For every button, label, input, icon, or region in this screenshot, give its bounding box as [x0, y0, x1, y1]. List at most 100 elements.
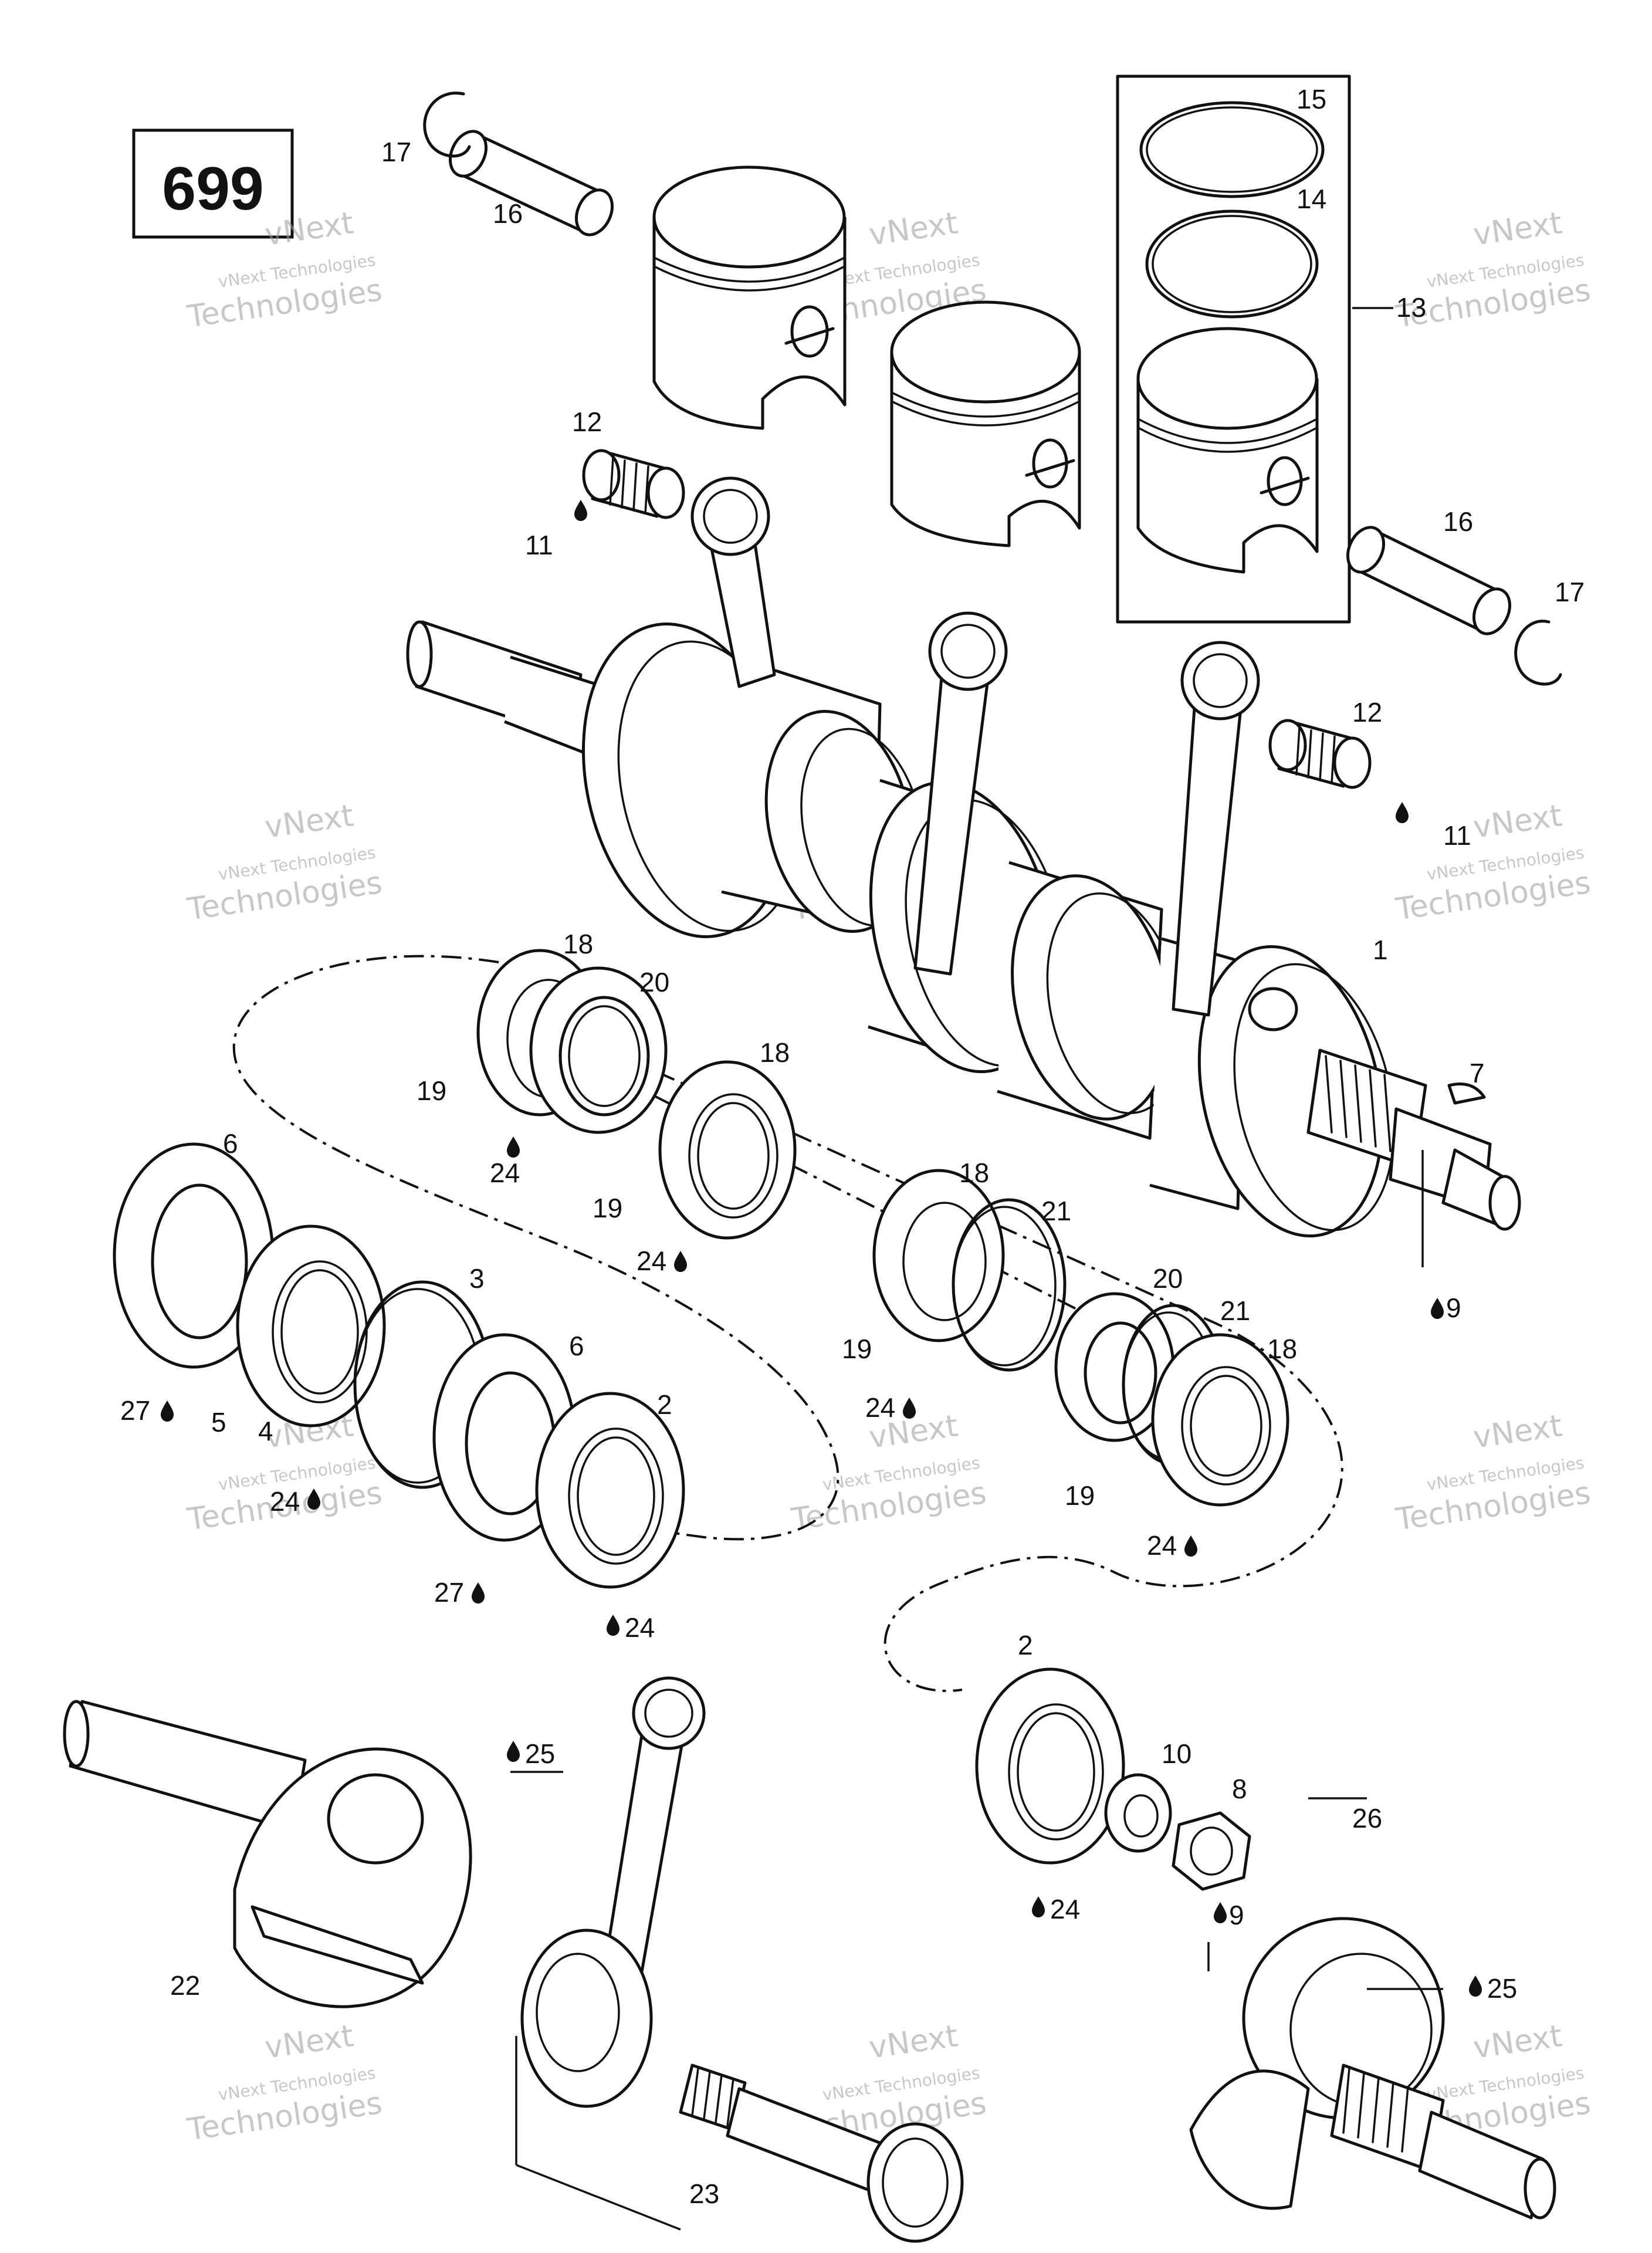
circlip-17-right — [1514, 620, 1562, 686]
page-number-box: 699 — [132, 128, 294, 239]
label-24-a: 24 — [490, 1158, 520, 1188]
ball-bearing-18-d — [1151, 1333, 1289, 1507]
label-27-a: 27 — [120, 1395, 150, 1426]
seal-6-a — [113, 1142, 275, 1369]
label-9-right: 9 — [1446, 1293, 1461, 1323]
watermark: vNext vNext Technologies Technologies — [185, 798, 384, 927]
label-16-right: 16 — [1443, 506, 1473, 537]
label-24-d: 24 — [625, 1612, 655, 1643]
label-2-a: 2 — [657, 1389, 672, 1420]
ring-21-a — [952, 1198, 1067, 1372]
label-18-a: 18 — [563, 929, 593, 959]
bearing-2-b — [975, 1667, 1125, 1865]
label-24-g: 24 — [1050, 1894, 1080, 1924]
label-6-a: 6 — [223, 1128, 238, 1159]
label-24-c: 24 — [270, 1486, 300, 1517]
piston-3 — [1136, 327, 1319, 574]
ball-bearing-18-b — [658, 1060, 797, 1240]
label-24-b: 24 — [637, 1246, 666, 1276]
label-24-f: 24 — [1147, 1530, 1177, 1561]
svg-text:vNext: vNext — [1471, 205, 1565, 253]
piston-ring-14 — [1145, 209, 1319, 319]
label-13: 13 — [1396, 292, 1426, 323]
label-11-top: 11 — [525, 530, 553, 560]
svg-text:vNext: vNext — [867, 205, 960, 253]
label-20-a: 20 — [639, 967, 669, 997]
connecting-rod-2 — [913, 611, 1008, 976]
assembly-outline-left — [232, 955, 839, 1541]
label-8: 8 — [1232, 1774, 1247, 1804]
assembly-outline-right — [621, 1055, 1343, 1692]
svg-text:vNext: vNext — [1471, 2018, 1565, 2066]
label-26: 26 — [1352, 1803, 1382, 1833]
label-21-b: 21 — [1220, 1295, 1250, 1326]
label-25-left: 25 — [525, 1738, 555, 1769]
page-number: 699 — [162, 155, 264, 223]
piston-ring-15 — [1139, 101, 1325, 198]
label-17-right: 17 — [1555, 577, 1585, 607]
piston-kit-box — [1116, 75, 1351, 624]
leader-lines — [510, 307, 1443, 2231]
label-18-c: 18 — [959, 1158, 989, 1188]
label-7: 7 — [1470, 1058, 1485, 1088]
crankshaft-assembly — [406, 620, 1521, 1238]
svg-text:vNext: vNext — [867, 2018, 960, 2066]
bearing-2-a — [535, 1392, 685, 1589]
label-19-a: 19 — [417, 1075, 446, 1106]
label-18-d: 18 — [1267, 1334, 1297, 1364]
part-labels: 15 14 13 17 16 16 17 12 11 12 11 1 7 9 1… — [120, 84, 1585, 2209]
needle-bearing-12-right — [1268, 719, 1372, 789]
label-6-b: 6 — [569, 1331, 584, 1361]
piston-2 — [890, 300, 1081, 547]
label-16-top: 16 — [493, 198, 523, 229]
label-12-right: 12 — [1352, 697, 1382, 728]
label-5: 5 — [211, 1407, 226, 1437]
label-12-top: 12 — [572, 407, 602, 437]
watermark: vNext vNext Technologies Technologies — [185, 2018, 384, 2147]
label-9-nut: 9 — [1229, 1900, 1244, 1930]
crankshaft-half-22 — [63, 1700, 472, 2008]
ball-bearing-18-c — [872, 1169, 1005, 1342]
label-19-b: 19 — [593, 1193, 622, 1223]
oil-seal-20-a — [529, 966, 668, 1134]
label-23: 23 — [689, 2178, 719, 2209]
label-14: 14 — [1296, 184, 1326, 214]
wrist-pin-16-right — [1346, 526, 1511, 635]
label-18-b: 18 — [760, 1037, 790, 1068]
label-1: 1 — [1373, 935, 1388, 965]
label-20-b: 20 — [1153, 1263, 1183, 1294]
watermark: vNext vNext Technologies Technologies — [185, 1408, 384, 1537]
watermark: vNext vNext Technologies Technologies — [789, 1408, 989, 1537]
label-10: 10 — [1162, 1738, 1191, 1769]
svg-text:vNext: vNext — [1471, 798, 1565, 845]
svg-text:vNext: vNext — [263, 798, 356, 845]
label-17-top: 17 — [381, 137, 411, 167]
label-11-right: 11 — [1443, 820, 1471, 851]
label-2-b: 2 — [1018, 1630, 1033, 1660]
watermark: vNext vNext Technologies Technologies — [1393, 798, 1593, 927]
bearing-4 — [236, 1224, 386, 1427]
wrist-pin-16-top — [449, 130, 614, 236]
svg-text:vNext: vNext — [1471, 1408, 1565, 1456]
needle-bearing-12-top — [582, 449, 685, 519]
circlip-17-top — [423, 92, 471, 158]
label-24-e: 24 — [865, 1392, 895, 1423]
connecting-rod-assembly-23 — [520, 1676, 964, 2243]
label-22: 22 — [170, 1970, 200, 2001]
label-3: 3 — [469, 1263, 485, 1294]
label-15: 15 — [1296, 84, 1326, 114]
label-19-d: 19 — [1065, 1480, 1095, 1511]
nut-8 — [1172, 1811, 1251, 1891]
label-19-c: 19 — [842, 1334, 872, 1364]
svg-text:vNext: vNext — [263, 2018, 356, 2066]
connecting-rod-3 — [1172, 641, 1260, 1017]
connecting-rod-1 — [690, 476, 776, 688]
washer-10 — [1104, 1773, 1172, 1853]
label-21-a: 21 — [1041, 1196, 1071, 1226]
label-27-b: 27 — [434, 1577, 464, 1608]
label-4: 4 — [258, 1416, 273, 1446]
piston-1 — [652, 165, 847, 430]
label-25-right: 25 — [1487, 1973, 1517, 2004]
watermark: vNext vNext Technologies Technologies — [1393, 1408, 1593, 1537]
